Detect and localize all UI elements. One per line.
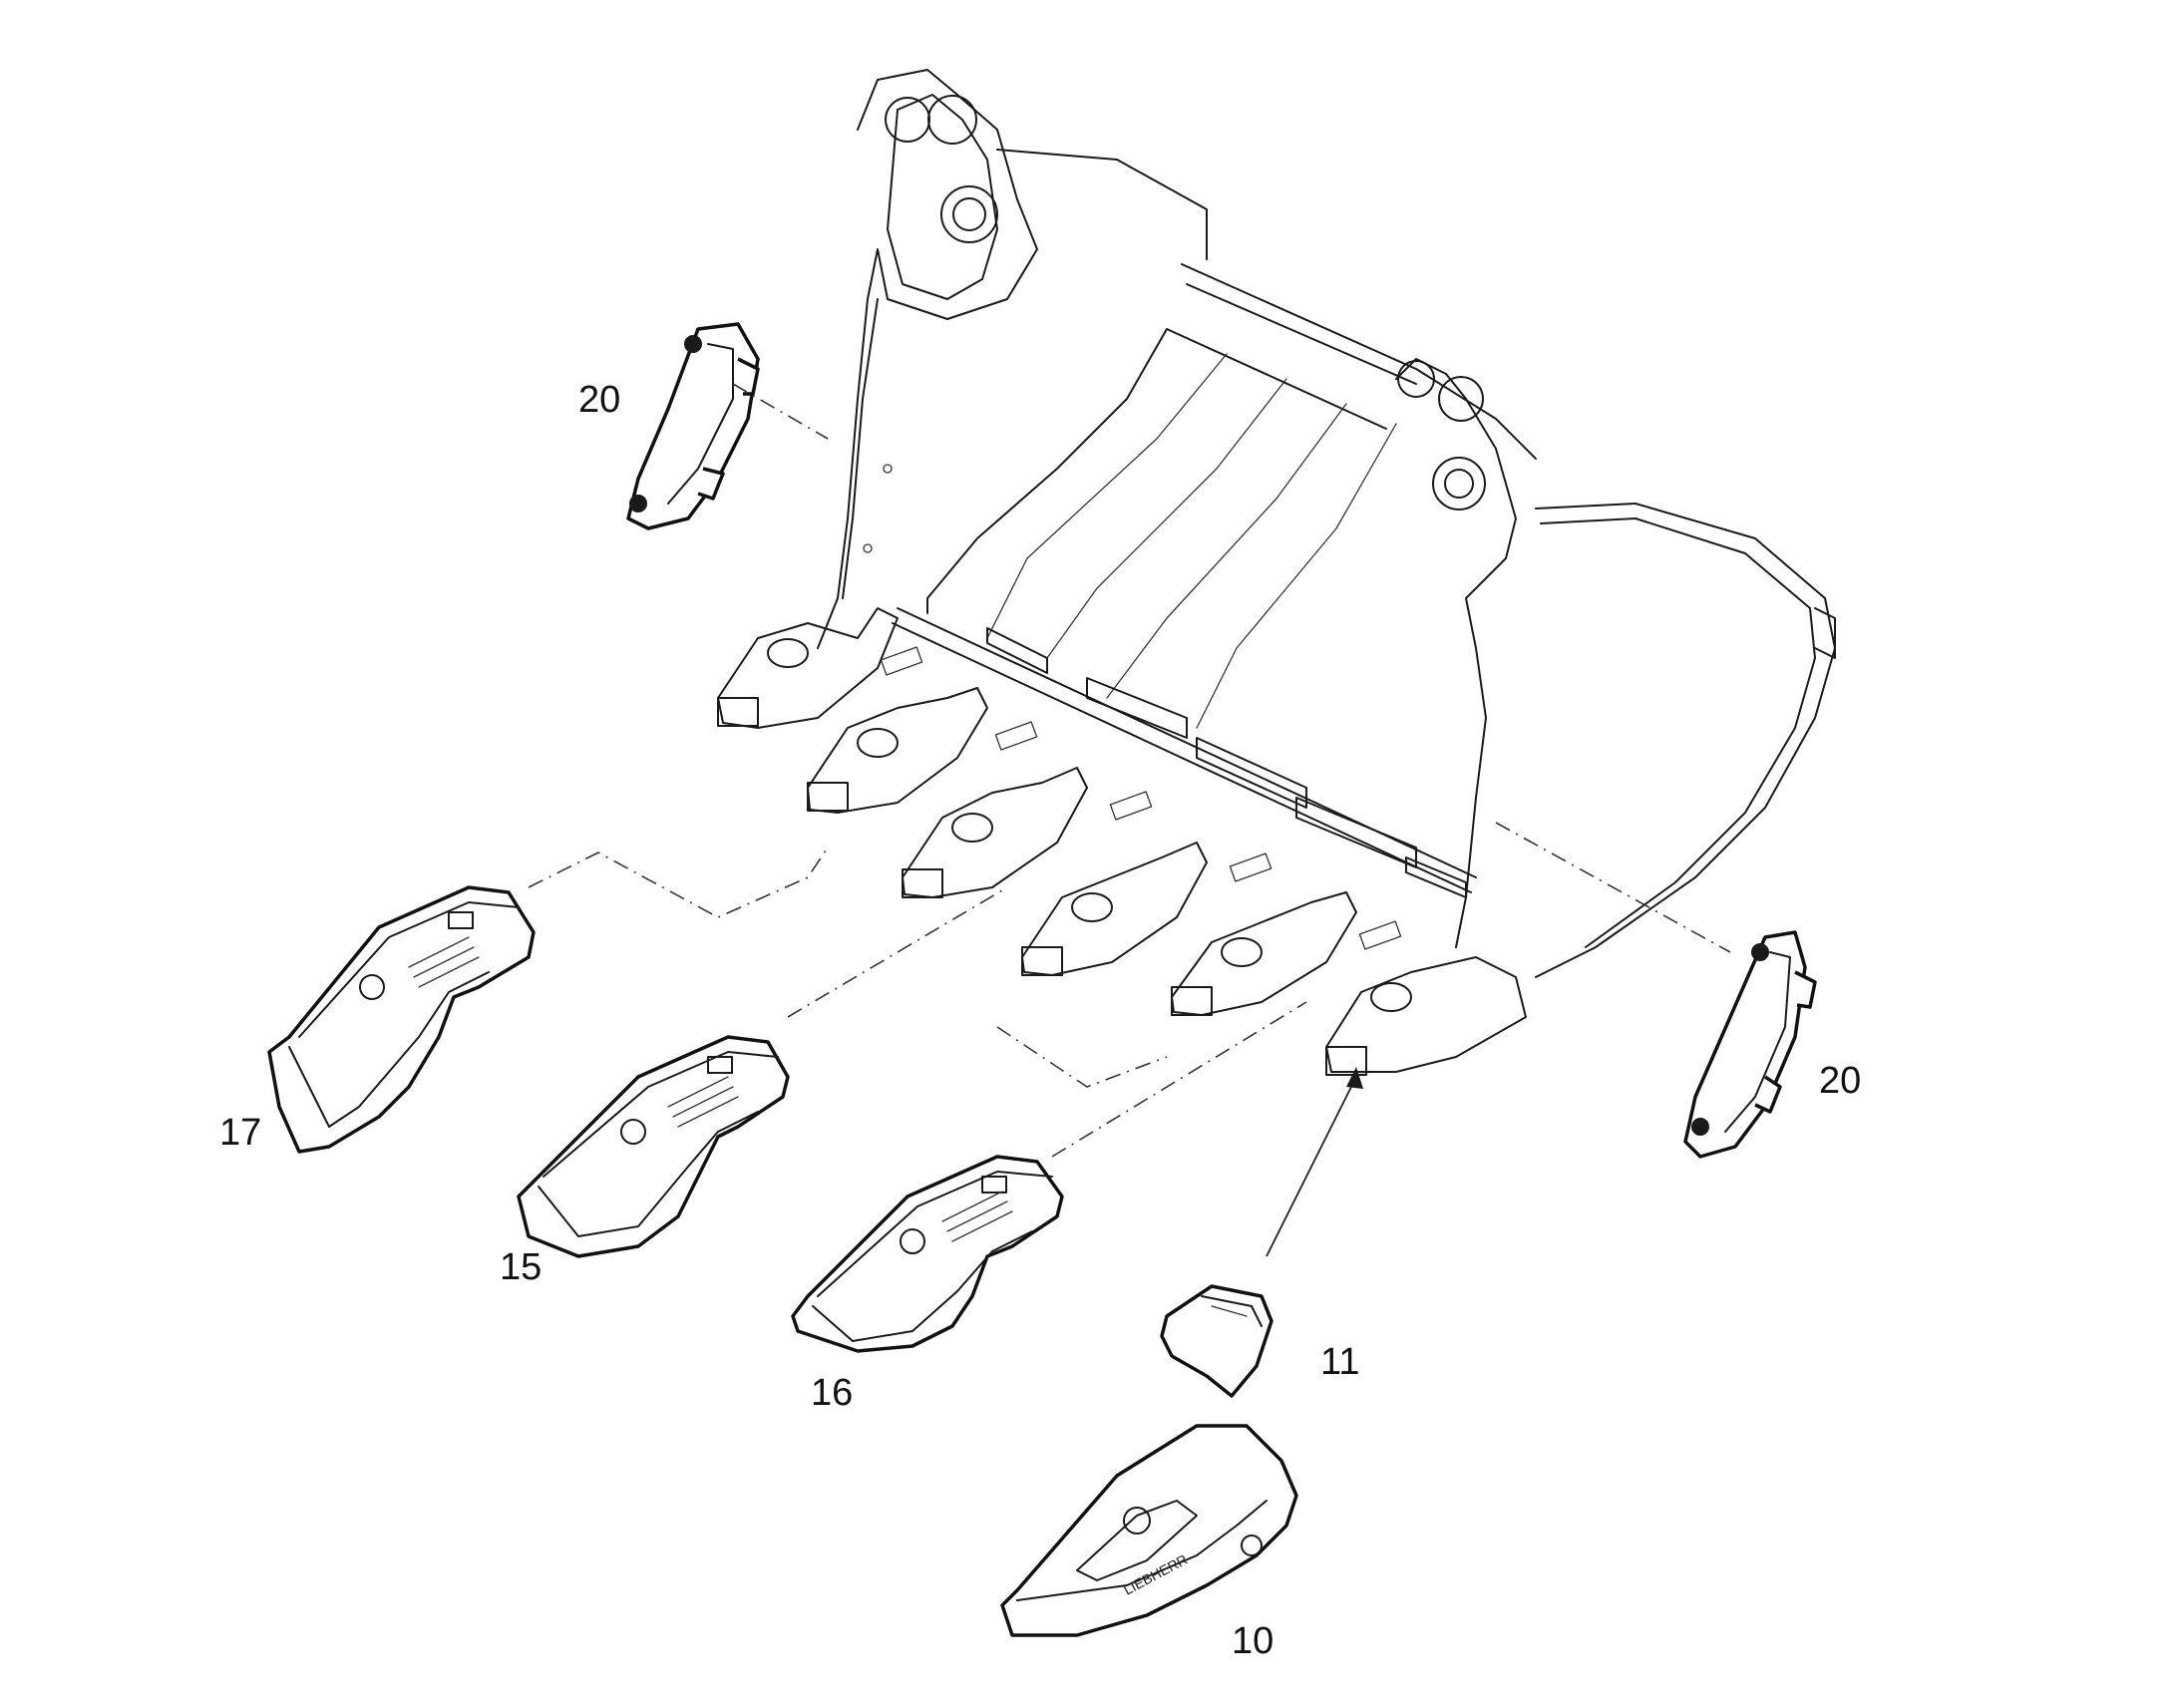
callout-17: 17: [219, 1112, 262, 1154]
callout-20-right: 20: [1819, 1060, 1862, 1102]
adapter-on-edge-5: [1171, 891, 1357, 1016]
adapter-on-edge-4: [1021, 842, 1208, 976]
part-15-adapter: [517, 1035, 790, 1258]
adapter-on-edge-2: [807, 687, 988, 814]
adapter-on-edge-1: [717, 607, 899, 729]
callout-16: 16: [811, 1372, 854, 1414]
callout-20-left: 20: [578, 379, 621, 421]
part-11-lock-cap: [1160, 1284, 1273, 1398]
part-20-left-protector: [626, 322, 760, 530]
callout-15: 15: [500, 1246, 543, 1288]
leader-lines: [528, 383, 1731, 1257]
part-16-adapter: [791, 1155, 1064, 1353]
callout-10: 10: [1232, 1620, 1274, 1662]
edge-lock-pins: [880, 646, 1402, 950]
part-20-right-protector: [1683, 930, 1817, 1159]
bucket-body: [817, 69, 1836, 978]
adapter-on-edge-6: [1325, 956, 1527, 1076]
part-17-adapter: [267, 885, 536, 1154]
callout-11: 11: [1320, 1341, 1360, 1383]
part-10-tooth: LIEBHERR: [1000, 1424, 1298, 1637]
adapter-on-edge-3: [902, 767, 1088, 898]
